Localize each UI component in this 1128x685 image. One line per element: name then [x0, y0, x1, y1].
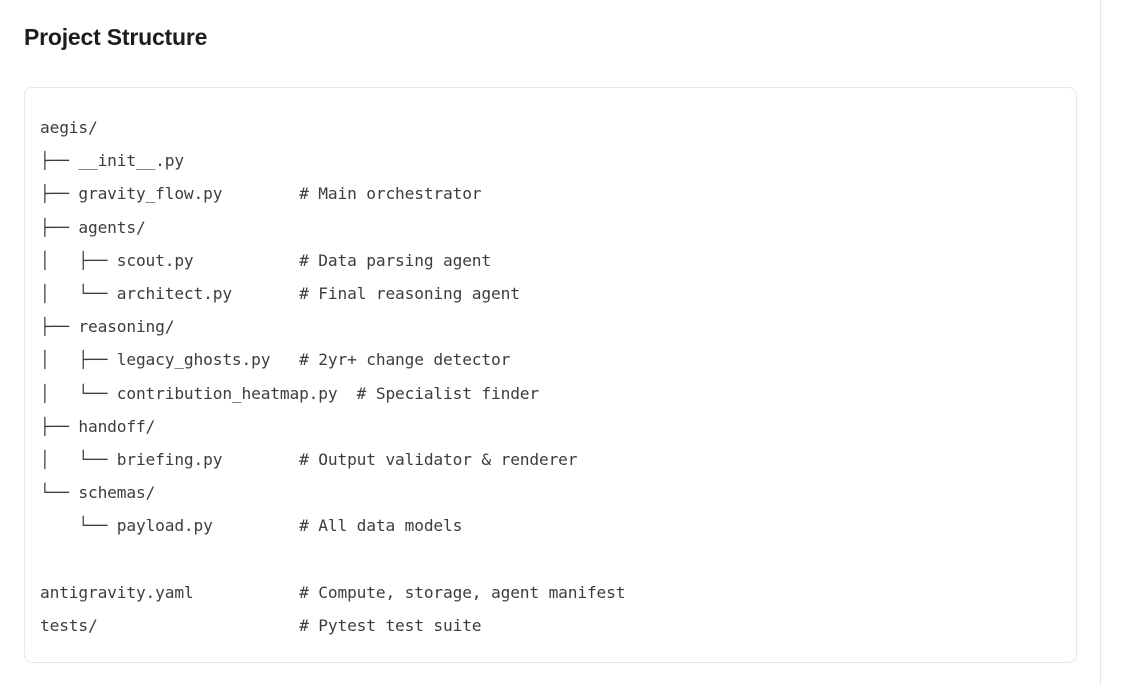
- code-line: └── payload.py # All data models: [40, 516, 463, 536]
- code-line: │ ├── legacy_ghosts.py # 2yr+ change det…: [40, 350, 511, 370]
- code-line: ├── reasoning/: [40, 317, 175, 337]
- code-line: [40, 543, 1060, 576]
- code-line: │ ├── scout.py # Data parsing agent: [40, 250, 491, 270]
- code-line: ├── agents/: [40, 217, 146, 237]
- project-structure-tree: aegis/ ├── __init__.py ├── gravity_flow.py…: [25, 88, 1076, 662]
- code-block-scroll-area[interactable]: aegis/ ├── __init__.py ├── gravity_flow.py…: [25, 88, 1076, 662]
- code-line: ├── handoff/: [40, 416, 156, 436]
- code-line: ├── __init__.py: [40, 151, 184, 171]
- page-right-gutter: [1102, 0, 1128, 685]
- code-line: aegis/: [40, 118, 98, 137]
- code-line: │ └── briefing.py # Output validator & r…: [40, 450, 578, 470]
- code-line: │ └── architect.py # Final reasoning age…: [40, 284, 520, 304]
- code-line: └── schemas/: [40, 483, 156, 503]
- code-line: ├── gravity_flow.py # Main orchestrator: [40, 184, 482, 204]
- page-title: Project Structure: [24, 24, 208, 50]
- code-block-container: aegis/ ├── __init__.py ├── gravity_flow.py…: [24, 87, 1077, 663]
- code-line: │ └── contribution_heatmap.py # Speciali…: [40, 383, 539, 403]
- code-line: antigravity.yaml # Compute, storage, age…: [40, 582, 626, 602]
- code-line: tests/ # Pytest test suite: [40, 616, 482, 636]
- page-root: Project Structure aegis/ ├── __init__.py ├…: [24, 0, 1101, 685]
